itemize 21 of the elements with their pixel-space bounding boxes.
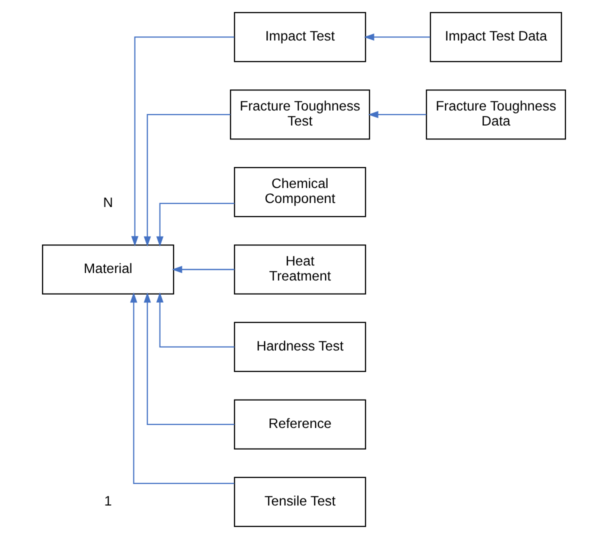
arrow [144,114,230,247]
label: 1 [104,493,112,508]
arrow [131,36,234,246]
node-box: Impact Test Data [430,12,562,62]
node-box: Reference [234,399,366,450]
node-box: Tensile Test [234,476,366,527]
node-box: Hardness Test [234,322,366,372]
node-box: Fracture Toughness Data [426,90,566,140]
node-box: Material [42,244,174,295]
label: N [103,194,113,210]
node-box: Chemical Component [234,166,366,218]
arrow [156,202,234,247]
arrow [156,292,234,348]
arrow [368,110,426,118]
arrow [144,292,234,425]
arrow [130,292,234,484]
arrow [364,34,430,41]
node-box: Fracture Toughness Test [230,90,370,140]
arrow [172,266,234,274]
node-box: Heat Treatment [234,244,366,295]
node-box: Impact Test [234,12,366,62]
